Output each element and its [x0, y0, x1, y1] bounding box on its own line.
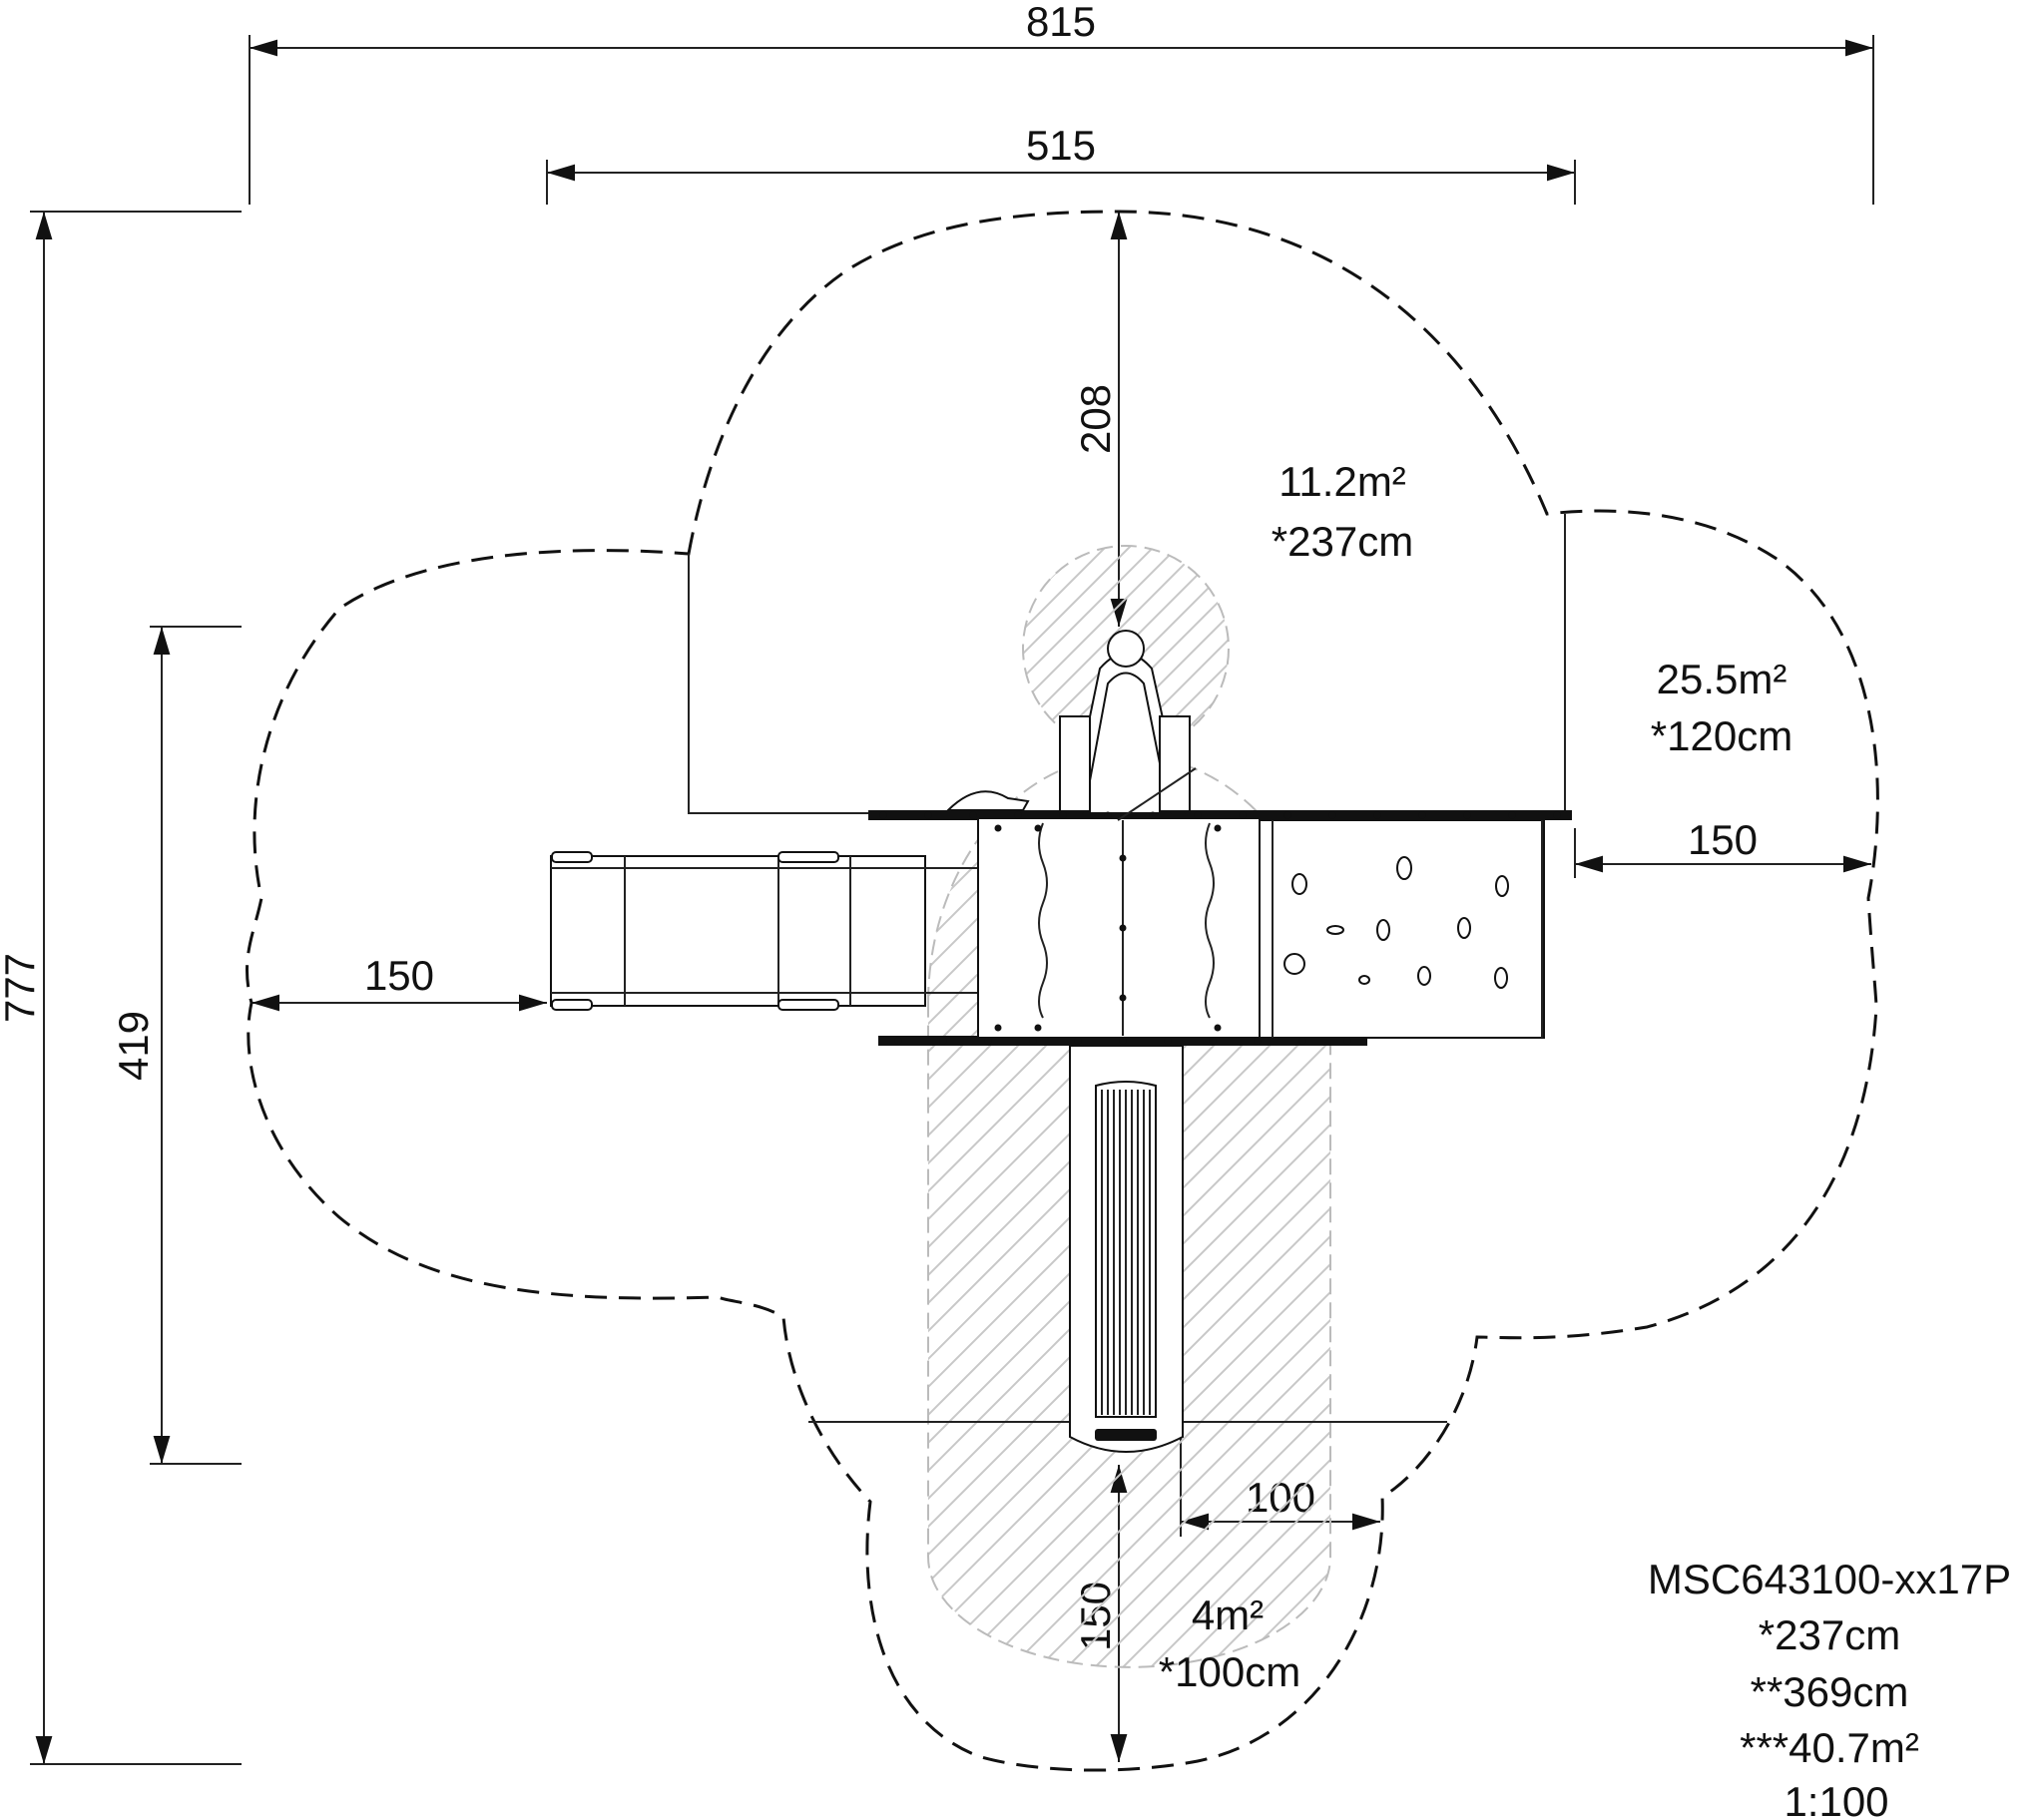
top-zone-area: 11.2m² [1278, 458, 1406, 505]
slide-fall-zone [927, 754, 1331, 1668]
scale: 1:100 [1784, 1778, 1888, 1820]
overall-depth-label: 777 [0, 953, 43, 1023]
top-zone-height: *237cm [1272, 518, 1413, 565]
inner-width-label: 515 [1026, 122, 1096, 169]
info-area: ***40.7m² [1740, 1724, 1919, 1771]
model-number: MSC643100-xx17P [1648, 1556, 2011, 1602]
top-fall-zone [1022, 545, 1230, 752]
dimension-overall-depth: 777 [0, 211, 242, 1765]
slide-zone-area: 4m² [1192, 1592, 1264, 1638]
right-clearance-label: 150 [1688, 816, 1758, 863]
safety-zone-outline [245, 210, 1879, 1772]
dimension-left-clearance: 150 [252, 952, 547, 1012]
dimension-structure-depth: 419 [110, 626, 242, 1465]
platform-zone-outline [688, 514, 1566, 814]
dimension-inner-width: 515 [546, 122, 1576, 205]
dimension-slide-side-clearance: 100 [1180, 1437, 1380, 1537]
info-block: MSC643100-xx17P *237cm **369cm ***40.7m²… [1648, 1556, 2011, 1820]
tower-arch [1059, 630, 1197, 821]
top-clearance-label: 208 [1072, 384, 1119, 454]
dimension-right-clearance: 150 [1574, 816, 1871, 878]
slide-zone-height: *100cm [1159, 1648, 1300, 1695]
bolts [879, 811, 1561, 1045]
slide [1069, 1045, 1184, 1453]
overall-width-label: 815 [1026, 0, 1096, 45]
ladder [550, 851, 983, 1011]
info-height-1: *237cm [1759, 1611, 1900, 1658]
info-height-2: **369cm [1751, 1668, 1909, 1715]
overall-zone-area: 25.5m² [1657, 656, 1788, 702]
overall-zone-height: *120cm [1651, 712, 1792, 759]
left-clearance-label: 150 [364, 952, 434, 999]
bottom-clearance-label: 150 [1072, 1582, 1119, 1651]
structure-depth-label: 419 [110, 1011, 157, 1081]
telescope-feature [945, 790, 1030, 811]
dimension-overall-width: 815 [249, 0, 1874, 205]
climbing-wall [1259, 819, 1545, 1039]
